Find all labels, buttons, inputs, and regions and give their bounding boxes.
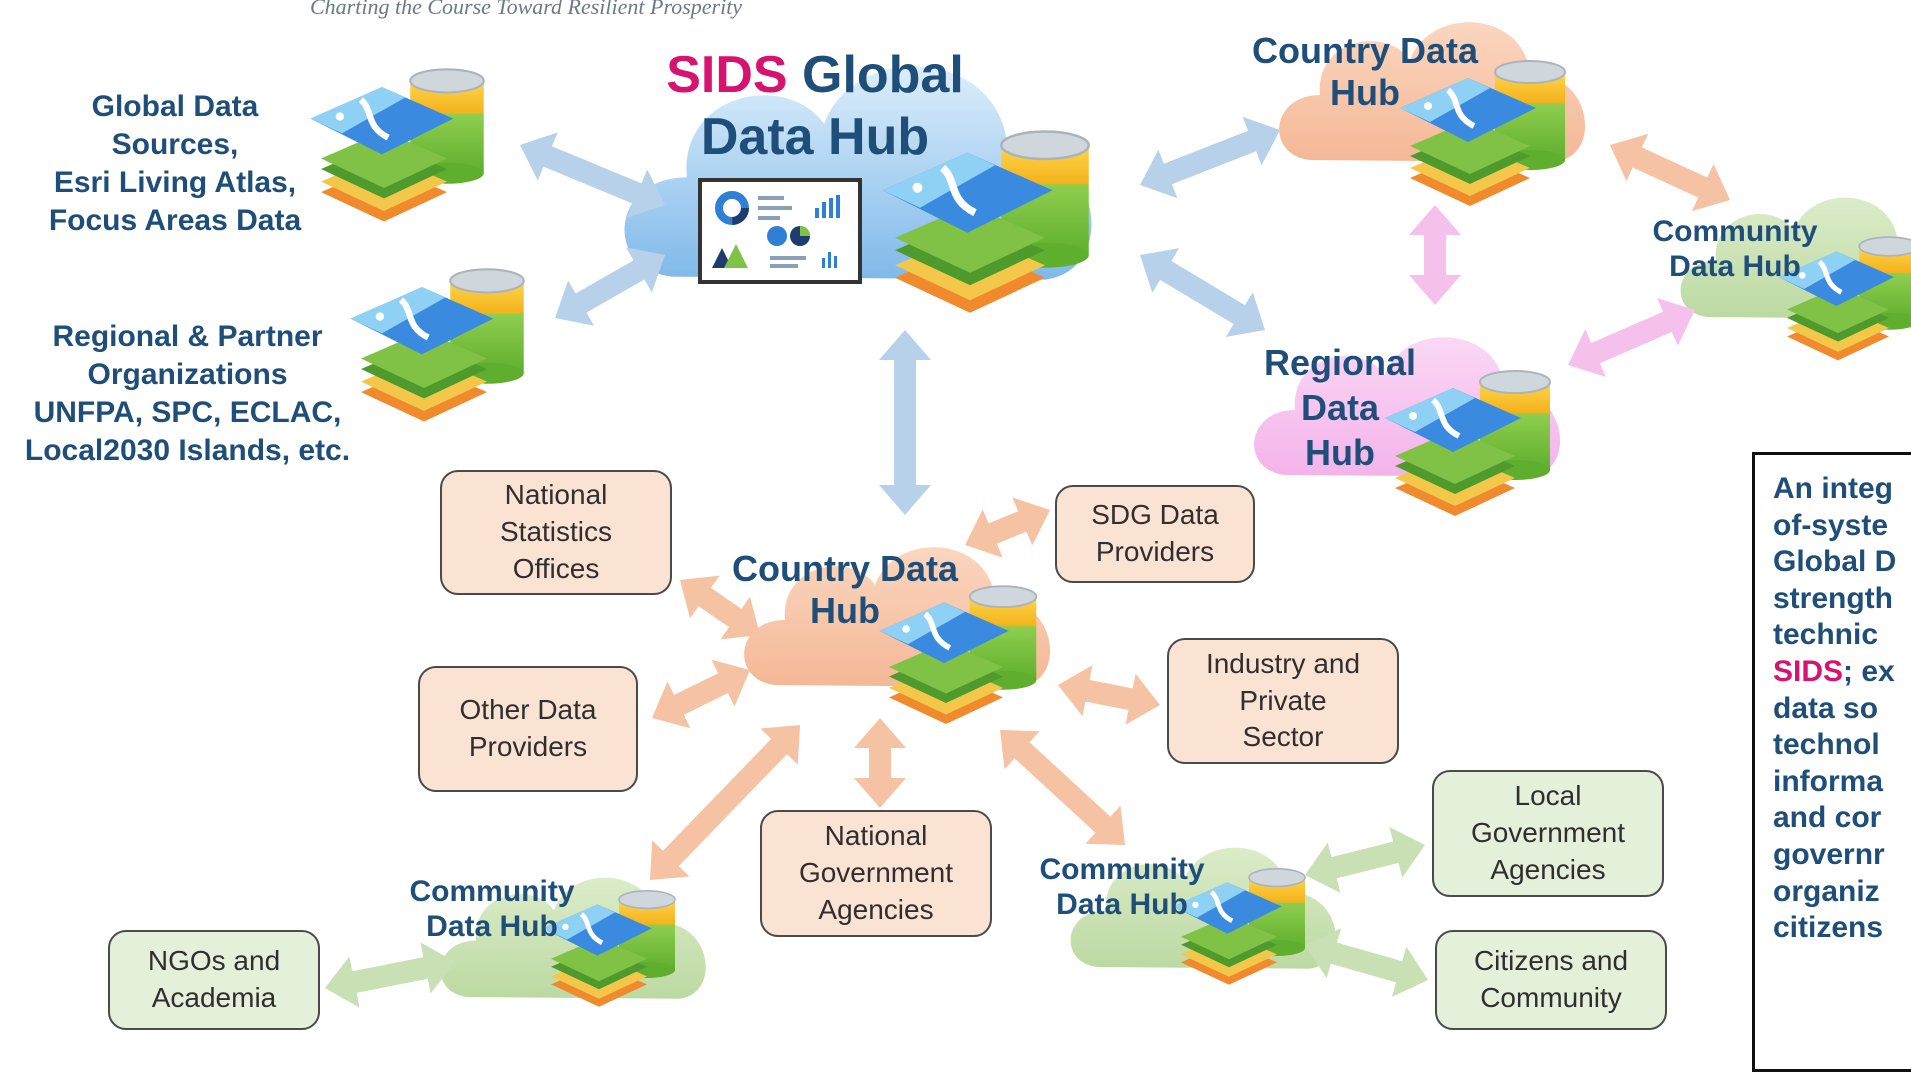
global-data-line4: Focus Areas Data: [49, 204, 301, 237]
dashboard-icon: [700, 180, 860, 282]
citizens-line1: Citizens and: [1474, 945, 1628, 976]
arrow-country-main-to-natgov: [854, 718, 906, 808]
nso-line1: National: [505, 479, 608, 510]
regional-hub-line1: Regional: [1264, 342, 1416, 383]
community-hub-left-line2: Data Hub: [426, 910, 558, 943]
arrow-regional-to-community-right: [1568, 298, 1695, 377]
regional-partners-line3: UNFPA, SPC, ECLAC,: [34, 396, 342, 429]
map-layers-icon-global-sources: [311, 69, 484, 221]
regional-hub-line3: Hub: [1305, 432, 1375, 473]
callout-line3: Global D: [1773, 544, 1911, 581]
map-layers-icon-regional-partners: [351, 269, 524, 421]
industry-line3: Sector: [1243, 721, 1324, 752]
community-hub-mid-title: Community Data Hub: [1012, 852, 1232, 923]
arrow-regional-partners-to-hub: [555, 247, 665, 325]
description-callout: An integ of-syste Global D strength tech…: [1752, 452, 1911, 1072]
tagline: Charting the Course Toward Resilient Pro…: [310, 0, 742, 20]
country-hub-top-line2: Hub: [1330, 72, 1400, 113]
natgov-line3: Agencies: [818, 894, 933, 925]
ngos-line2: Academia: [152, 982, 277, 1013]
community-hub-right-line2: Data Hub: [1669, 250, 1801, 283]
country-hub-main-line2: Hub: [810, 590, 880, 631]
localgov-line2: Government: [1471, 817, 1625, 848]
callout-line11: governr: [1773, 837, 1911, 874]
other-line1: Other Data: [460, 694, 597, 725]
regional-partners-label: Regional & Partner Organizations UNFPA, …: [0, 318, 375, 470]
global-hub-title: SIDS Global Data Hub: [640, 44, 990, 169]
global-hub-title-rest: Global: [788, 46, 964, 104]
callout-line6: SIDS; ex: [1773, 654, 1911, 691]
localgov-line3: Agencies: [1490, 854, 1605, 885]
callout-line8: technol: [1773, 727, 1911, 764]
natgov-line2: Government: [799, 857, 953, 888]
arrow-country-main-to-other: [652, 660, 750, 728]
callout-line10: and cor: [1773, 800, 1911, 837]
industry-line2: Private: [1239, 685, 1326, 716]
arrow-country-main-to-community-mid: [1000, 730, 1125, 845]
community-hub-right-line1: Community: [1653, 215, 1818, 248]
global-hub-title-accent: SIDS: [666, 46, 787, 104]
callout-line12: organiz: [1773, 874, 1911, 911]
regional-partners-line2: Organizations: [87, 358, 287, 391]
natgov-line1: National: [825, 820, 928, 851]
arrow-hub-to-country-main: [879, 330, 931, 515]
localgov-line1: Local: [1515, 780, 1582, 811]
callout-line4: strength: [1773, 581, 1911, 618]
regional-hub-line2: Data: [1301, 387, 1379, 428]
callout-line5: technic: [1773, 617, 1911, 654]
community-hub-left-title: Community Data Hub: [382, 874, 602, 945]
global-data-line3: Esri Living Atlas,: [54, 166, 296, 199]
global-data-sources-label: Global Data Sources, Esri Living Atlas, …: [20, 88, 330, 240]
arrow-community-mid-to-citizens: [1305, 928, 1428, 997]
callout-line1: An integ: [1773, 471, 1911, 508]
ngos-line1: NGOs and: [148, 945, 280, 976]
global-data-line1: Global Data: [92, 90, 259, 123]
industry-line1: Industry and: [1206, 648, 1360, 679]
regional-hub-title: Regional Data Hub: [1240, 340, 1440, 475]
sdg-line1: SDG Data: [1091, 499, 1219, 530]
global-data-line2: Sources,: [112, 128, 239, 161]
callout-line13: citizens: [1773, 910, 1911, 947]
arrow-hub-to-country-top: [1140, 117, 1280, 198]
callout-accent: SIDS: [1773, 655, 1843, 688]
arrow-country-top-to-regional: [1409, 205, 1461, 305]
community-hub-right-title: Community Data Hub: [1625, 214, 1845, 285]
nso-line3: Offices: [513, 553, 600, 584]
arrow-country-main-to-industry: [1058, 665, 1160, 724]
arrow-country-top-to-community-right: [1610, 134, 1730, 211]
nso-line2: Statistics: [500, 516, 612, 547]
community-hub-mid-line1: Community: [1040, 853, 1205, 886]
callout-line2: of-syste: [1773, 508, 1911, 545]
community-hub-mid-line2: Data Hub: [1056, 888, 1188, 921]
other-line2: Providers: [469, 731, 587, 762]
citizens-line2: Community: [1480, 982, 1622, 1013]
arrow-community-mid-to-localgov: [1305, 827, 1425, 893]
regional-partners-line4: Local2030 Islands, etc.: [25, 434, 350, 467]
callout-accent-rest: ; ex: [1843, 655, 1895, 688]
regional-partners-line1: Regional & Partner: [52, 320, 322, 353]
arrow-hub-to-regional: [1140, 248, 1265, 337]
country-hub-main-line1: Country Data: [732, 548, 958, 589]
callout-line7: data so: [1773, 691, 1911, 728]
country-hub-top-line1: Country Data: [1252, 30, 1478, 71]
community-hub-left-line1: Community: [410, 875, 575, 908]
callout-line9: informa: [1773, 764, 1911, 801]
sdg-line2: Providers: [1096, 536, 1214, 567]
country-hub-main-title: Country Data Hub: [705, 548, 985, 633]
arrow-community-left-to-ngos: [325, 942, 455, 1007]
country-hub-top-title: Country Data Hub: [1230, 30, 1500, 115]
global-hub-title-line2: Data Hub: [701, 108, 929, 166]
